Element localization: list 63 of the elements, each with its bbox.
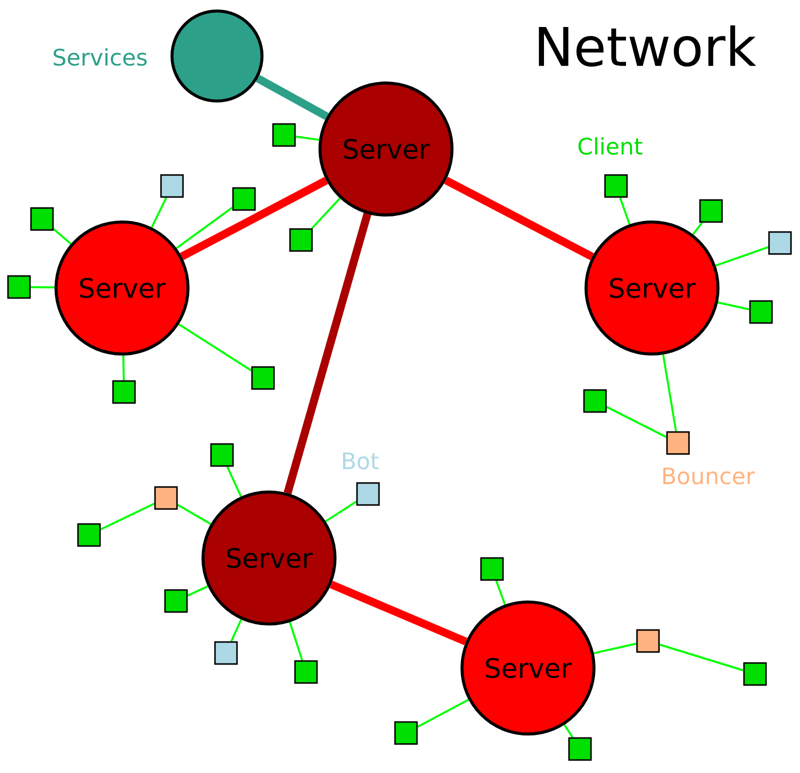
- square-node: [480, 557, 504, 581]
- square-node: [112, 380, 136, 404]
- square-node: [251, 366, 275, 390]
- square-node: [768, 231, 792, 255]
- square-node: [568, 737, 592, 761]
- square-node: [232, 187, 256, 211]
- node-label: Client: [578, 137, 642, 155]
- connector-line: [53, 228, 72, 245]
- connector-line: [659, 644, 744, 672]
- connector-line: [177, 504, 212, 525]
- square-node: [604, 174, 628, 198]
- square-node: [356, 482, 380, 506]
- connector-line: [594, 642, 636, 654]
- title: Network: [538, 25, 756, 67]
- connector-line: [564, 724, 574, 738]
- connector-line: [187, 585, 208, 596]
- connector-line: [150, 197, 168, 228]
- connector-line: [662, 354, 678, 432]
- square-node: [7, 275, 31, 299]
- square-node: [699, 199, 723, 223]
- square-node: [30, 207, 54, 231]
- connector-line: [30, 286, 55, 288]
- square-node: [749, 300, 773, 324]
- connector-line: [325, 500, 357, 522]
- connector-line: [330, 580, 468, 646]
- square-node: [289, 228, 313, 252]
- square-node: [272, 123, 296, 147]
- square-node: [160, 174, 184, 198]
- connector-line: [444, 176, 594, 260]
- square-node: [583, 389, 607, 413]
- services-circle: [170, 10, 264, 102]
- connector-line: [718, 302, 750, 310]
- connector-line: [256, 74, 329, 120]
- square-node: [666, 431, 690, 455]
- square-node: [154, 486, 178, 510]
- connector-line: [284, 212, 372, 494]
- connector-line: [100, 502, 155, 530]
- connector-line: [288, 622, 304, 661]
- connector-line: [692, 222, 703, 236]
- connector-line: [311, 198, 341, 229]
- node-label: Bouncer: [663, 468, 755, 484]
- connector-line: [176, 206, 233, 250]
- connector-line: [122, 355, 125, 380]
- connector-line: [715, 246, 769, 267]
- connector-line: [180, 176, 328, 260]
- node-label: Bot: [343, 452, 379, 470]
- connector-line: [230, 619, 242, 642]
- square-node: [294, 660, 318, 684]
- square-node: [210, 443, 234, 467]
- square-node: [164, 589, 188, 613]
- square-node: [77, 523, 101, 547]
- square-node: [743, 662, 767, 686]
- square-node: [214, 641, 238, 665]
- connector-line: [296, 136, 320, 141]
- connector-line: [495, 580, 506, 605]
- connector-line: [619, 197, 630, 225]
- connector-line: [226, 466, 242, 497]
- connector-line: [178, 323, 252, 372]
- square-node: [636, 629, 660, 653]
- square-node: [394, 721, 418, 745]
- connector-line: [417, 698, 469, 728]
- node-label: Services: [54, 48, 147, 66]
- connector-line: [606, 406, 667, 438]
